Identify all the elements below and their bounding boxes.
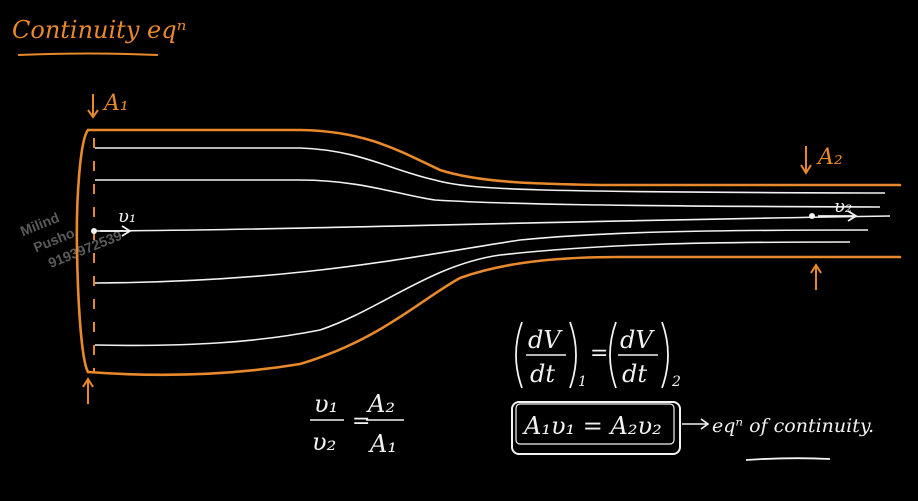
rate-den-1: dt [530, 360, 555, 388]
pipe-bottom-wall [86, 255, 902, 377]
a2-bottom-arrow-icon [810, 263, 822, 290]
ratio-v2: υ₂ [312, 428, 336, 456]
continuity-box [511, 401, 681, 455]
streamline [94, 229, 869, 284]
v1-label: υ₁ [118, 206, 136, 227]
rate-equals: = [590, 341, 608, 366]
continuity-box-inner [515, 403, 675, 445]
caption-underline [745, 457, 831, 461]
paren-left-1 [515, 321, 523, 389]
rate-num-1: dV [528, 326, 563, 354]
pipe-top-wall [86, 128, 902, 187]
ratio-a1: A₁ [368, 430, 397, 458]
ratio-equation: υ₁ υ₂ = A₂ A₁ [310, 390, 404, 458]
title-underline [17, 52, 159, 56]
watermark: Milind Pusho 9193972539 [18, 209, 124, 271]
caption-arrow [682, 418, 710, 430]
pipe-outline [75, 128, 902, 377]
page-title: Continuity eqⁿ [12, 16, 186, 44]
a2-arrow-icon [800, 146, 812, 175]
a2-label: A₂ [816, 145, 843, 170]
paren-left-2 [609, 321, 617, 389]
v2-arrow [818, 210, 858, 222]
streamline [94, 241, 851, 347]
streamlines [94, 147, 891, 347]
continuity-equation: A₁υ₁ = A₂υ₂ [522, 412, 662, 440]
ratio-equals: = [352, 409, 370, 434]
v2-label: υ₂ [834, 196, 852, 217]
pipe-inlet-lip [75, 128, 90, 374]
streamline [95, 147, 886, 194]
ratio-a2: A₂ [366, 390, 395, 418]
a1-arrow-icon [87, 94, 99, 119]
rate-sub-2: 2 [671, 374, 681, 390]
v1-arrow [100, 225, 132, 237]
a1-label: A₁ [102, 91, 129, 116]
flow-rate-equation: dV dt 1 = dV dt 2 [515, 321, 681, 390]
continuity-caption: eqⁿ of continuity. [712, 415, 874, 437]
ratio-v1: υ₁ [314, 390, 338, 418]
streamline [95, 179, 881, 208]
a1-bottom-arrow-icon [82, 377, 94, 404]
streamline [94, 215, 891, 232]
paren-right-1 [569, 321, 577, 389]
rate-den-2: dt [622, 360, 647, 388]
point-2-dot [809, 213, 815, 219]
rate-num-2: dV [620, 326, 655, 354]
paren-right-2 [661, 321, 669, 389]
point-1-dot [91, 228, 97, 234]
rate-sub-1: 1 [578, 374, 587, 390]
